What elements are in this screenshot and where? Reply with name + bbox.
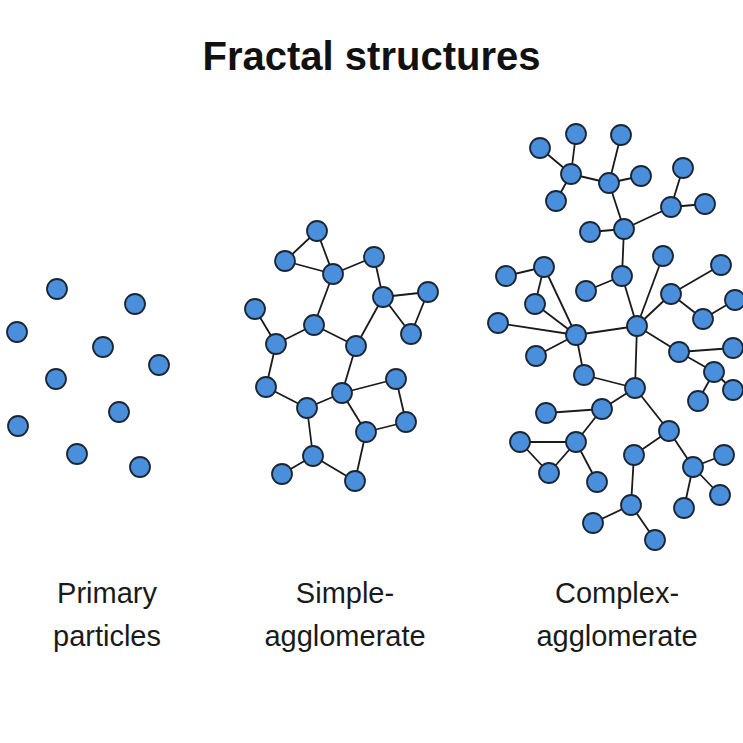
complex-agglomerate-particle <box>496 266 516 286</box>
complex-agglomerate-particle <box>526 346 546 366</box>
complex-agglomerate-particle <box>695 194 715 214</box>
particle-bond <box>637 256 663 326</box>
simple-agglomerate-particle <box>346 336 366 356</box>
structure-label: Simple- agglomerate <box>240 572 450 658</box>
simple-agglomerate-particle <box>304 315 324 335</box>
particle-bond <box>498 323 576 335</box>
complex-agglomerate-particle <box>611 125 631 145</box>
complex-agglomerate-particle <box>723 338 743 358</box>
complex-agglomerate-particle <box>592 399 612 419</box>
complex-agglomerate-particle <box>539 463 559 483</box>
simple-agglomerate-particle <box>275 251 295 271</box>
complex-agglomerate-particle <box>599 173 619 193</box>
complex-agglomerate-particle <box>583 513 603 533</box>
complex-agglomerate-particle <box>566 325 586 345</box>
complex-agglomerate-particle <box>627 316 647 336</box>
complex-agglomerate-particle <box>674 498 694 518</box>
simple-agglomerate-particle <box>245 299 265 319</box>
primary-particle <box>8 416 28 436</box>
simple-agglomerate-particle <box>386 369 406 389</box>
complex-agglomerate-particle <box>574 365 594 385</box>
simple-agglomerate-particle <box>418 282 438 302</box>
primary-particle <box>67 444 87 464</box>
complex-agglomerate-particle <box>546 191 566 211</box>
primary-particle <box>130 457 150 477</box>
complex-agglomerate-particle <box>704 362 724 382</box>
simple-agglomerate-particle <box>307 221 327 241</box>
complex-agglomerate-particle <box>580 222 600 242</box>
complex-agglomerate-particle <box>673 158 693 178</box>
complex-agglomerate-particle <box>693 309 713 329</box>
simple-agglomerate-particle <box>323 264 343 284</box>
complex-agglomerate-particle <box>710 485 730 505</box>
complex-agglomerate-particle <box>612 266 632 286</box>
complex-agglomerate-particle <box>645 530 665 550</box>
diagram-title: Fractal structures <box>0 34 743 79</box>
primary-particle <box>125 294 145 314</box>
complex-agglomerate-particle <box>714 445 734 465</box>
complex-agglomerate-particle <box>525 294 545 314</box>
complex-agglomerate-particle <box>561 164 581 184</box>
complex-agglomerate-particle <box>669 342 689 362</box>
complex-agglomerate-particle <box>631 166 651 186</box>
complex-agglomerate-particle <box>566 124 586 144</box>
complex-agglomerate-particle <box>621 495 641 515</box>
complex-agglomerate-particle <box>576 281 596 301</box>
complex-agglomerate-particle <box>536 403 556 423</box>
complex-agglomerate-particle <box>624 445 644 465</box>
complex-agglomerate-particle <box>625 378 645 398</box>
complex-agglomerate-particle <box>683 457 703 477</box>
complex-agglomerate-particle <box>659 421 679 441</box>
complex-agglomerate-particle <box>711 255 731 275</box>
complex-agglomerate-particle <box>488 313 508 333</box>
simple-agglomerate-particle <box>345 471 365 491</box>
complex-agglomerate-particle <box>566 432 586 452</box>
complex-agglomerate-particle <box>653 246 673 266</box>
complex-agglomerate-particle <box>688 391 708 411</box>
particle-bond <box>544 267 576 335</box>
complex-agglomerate-particle <box>661 197 681 217</box>
simple-agglomerate-particle <box>297 398 317 418</box>
simple-agglomerate-particle <box>332 383 352 403</box>
simple-agglomerate-particle <box>266 334 286 354</box>
simple-agglomerate-particle <box>256 377 276 397</box>
complex-agglomerate-particle <box>510 432 530 452</box>
primary-particle <box>47 279 67 299</box>
complex-agglomerate-particle <box>587 472 607 492</box>
primary-particle <box>46 369 66 389</box>
simple-agglomerate-particle <box>401 324 421 344</box>
simple-agglomerate-particle <box>272 464 292 484</box>
primary-particle <box>149 355 169 375</box>
complex-agglomerate-particle <box>614 219 634 239</box>
complex-agglomerate-particle <box>725 290 743 310</box>
structure-label: Complex- agglomerate <box>512 572 722 658</box>
simple-agglomerate-particle <box>356 422 376 442</box>
complex-agglomerate-particle <box>530 138 550 158</box>
simple-agglomerate-particle <box>364 247 384 267</box>
complex-agglomerate-particle <box>723 380 743 400</box>
primary-particle <box>109 402 129 422</box>
complex-agglomerate-particle <box>534 257 554 277</box>
simple-agglomerate-particle <box>303 446 323 466</box>
primary-particle <box>93 337 113 357</box>
primary-particle <box>7 322 27 342</box>
simple-agglomerate-particle <box>396 412 416 432</box>
complex-agglomerate-particle <box>661 284 681 304</box>
simple-agglomerate-particle <box>373 287 393 307</box>
structure-label: Primary particles <box>2 572 212 658</box>
